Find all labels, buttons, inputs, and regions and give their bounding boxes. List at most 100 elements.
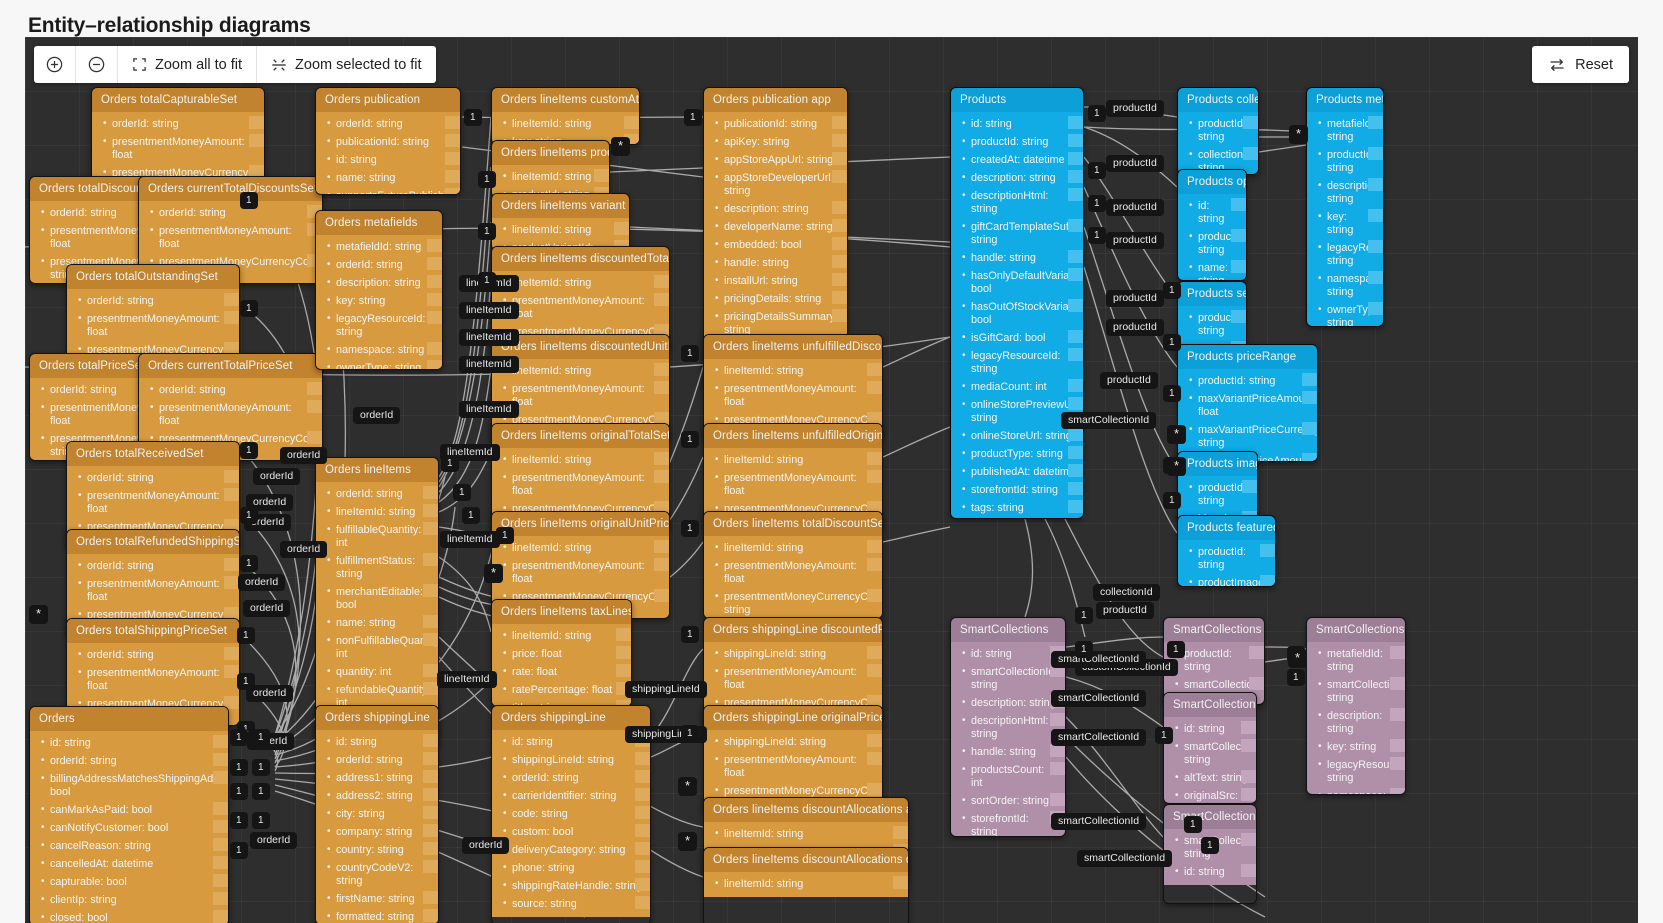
entity-field-label: lineItemId: string xyxy=(724,827,804,840)
entity-field-label: presentmentMoneyAmount: float xyxy=(87,489,220,515)
entity-table[interactable]: Ordersid: stringorderId: stringbillingAd… xyxy=(29,706,229,923)
cardinality-badge: 1 xyxy=(252,759,270,776)
entity-field-label: merchantEditable: bool xyxy=(336,585,424,611)
entity-table[interactable]: Orders lineItems variantlineItemId: stri… xyxy=(491,193,630,251)
field-connector-stub xyxy=(1068,268,1083,281)
entity-field-label: orderId: string xyxy=(336,487,403,500)
entity-table[interactable]: Orders publicationorderId: stringpublica… xyxy=(315,87,461,195)
entity-field: cancelReason: string xyxy=(30,837,228,855)
entity-table[interactable]: Orders lineItems taxLineslineItemId: str… xyxy=(491,599,632,707)
field-connector-stub xyxy=(213,856,228,869)
entity-field: key: string xyxy=(316,292,442,310)
entity-field-label: appStoreDeveloperUrl: string xyxy=(724,171,834,197)
edge-label: lineItemId xyxy=(459,356,519,373)
entity-table[interactable]: Products metafieldsmetafieldId: stringpr… xyxy=(1306,87,1384,327)
field-connector-stub xyxy=(213,874,228,887)
entity-table[interactable]: Products priceRangeproductId: stringmaxV… xyxy=(1177,344,1318,462)
diagram-canvas[interactable]: Zoom all to fit Zoom selected to fit Res… xyxy=(25,37,1638,923)
entity-field-label: isGiftCard: bool xyxy=(971,331,1046,344)
field-connector-stub xyxy=(594,169,609,182)
field-connector-stub xyxy=(1368,302,1383,315)
edge-label: productId xyxy=(1106,319,1164,336)
entity-table-title: Orders shippingLine discountedPriceSet xyxy=(704,618,882,642)
edge-label: lineItemId xyxy=(459,302,519,319)
entity-table[interactable]: Orders metafieldsmetafieldId: stringorde… xyxy=(315,210,443,370)
zoom-toolbar[interactable]: Zoom all to fit Zoom selected to fit xyxy=(34,46,436,83)
entity-table[interactable]: Products imagesproductId: stringid: stri… xyxy=(1177,451,1258,523)
entity-table[interactable]: SmartCollections imageid: stringsmartCol… xyxy=(1163,692,1257,804)
field-connector-stub xyxy=(654,275,669,288)
entity-field: description: string xyxy=(704,200,847,218)
entity-table[interactable]: Products featuredImageproductId: stringp… xyxy=(1177,515,1276,587)
entity-field: shippingLineId: string xyxy=(704,645,882,663)
field-connector-stub xyxy=(1068,170,1083,183)
entity-table-title: SmartCollections xyxy=(951,618,1065,642)
entity-field: ownerType: string xyxy=(1307,301,1383,326)
entity-table-title: Orders lineItems unfulfilledOriginalTota… xyxy=(704,424,882,448)
zoom-all-to-fit-button[interactable]: Zoom all to fit xyxy=(118,46,258,83)
entity-field-label: orderId: string xyxy=(87,648,154,661)
cardinality-badge: 1 xyxy=(240,192,258,209)
field-connector-stub xyxy=(423,486,438,499)
entity-table[interactable]: Productsid: stringproductId: stringcreat… xyxy=(950,87,1084,519)
entity-field: hasOnlyDefaultVariant: bool xyxy=(951,267,1083,298)
entity-field: namespace: string xyxy=(1307,787,1405,794)
entity-table[interactable]: Orders lineItemsorderId: stringlineItemI… xyxy=(315,457,439,747)
zoom-out-button[interactable] xyxy=(76,46,118,83)
entity-field: fulfillableQuantity: int xyxy=(316,521,438,552)
entity-field: nonFulfillableQuantity: int xyxy=(316,632,438,663)
entity-table-title: Orders lineItems originalUnitPriceSet xyxy=(492,512,669,536)
entity-field-label: custom: bool xyxy=(512,825,574,838)
field-connector-stub xyxy=(423,770,438,783)
field-connector-stub xyxy=(423,584,438,597)
entity-table[interactable]: SmartCollectionsid: stringsmartCollectio… xyxy=(950,617,1066,837)
field-connector-stub xyxy=(1390,739,1405,752)
reset-button[interactable]: Reset xyxy=(1532,46,1629,83)
zoom-selected-to-fit-button[interactable]: Zoom selected to fit xyxy=(257,46,436,83)
entity-field-label: handle: string xyxy=(724,256,789,269)
field-connector-stub xyxy=(1302,453,1317,461)
entity-table[interactable]: Orders lineItems productlineItemId: stri… xyxy=(491,140,610,198)
field-connector-stub xyxy=(867,412,882,425)
edge-label: productId xyxy=(1106,290,1164,307)
field-connector-stub xyxy=(1368,271,1383,284)
entity-field: countryCodeV2: string xyxy=(316,859,438,890)
entity-field-label: presentmentMoneyAmount: float xyxy=(87,666,220,692)
entity-table[interactable]: Products collectionsproductId: stringcol… xyxy=(1177,87,1259,175)
entity-table[interactable]: SmartCollections metafieldsmetafieldId: … xyxy=(1306,617,1406,795)
cardinality-badge: 1 xyxy=(681,345,699,362)
entity-table[interactable]: Products optionsid: stringproductId: str… xyxy=(1177,169,1247,281)
entity-field-label: lineItemId: string xyxy=(512,453,592,466)
cardinality-badge: 1 xyxy=(681,626,699,643)
cardinality-many-badge: * xyxy=(484,564,504,583)
cardinality-badge: 1 xyxy=(1088,105,1106,122)
zoom-in-button[interactable] xyxy=(34,46,76,83)
entity-field-label: key: string xyxy=(336,294,386,307)
entity-field-label: formatted: string xyxy=(336,910,415,923)
cardinality-badge: 1 xyxy=(237,673,255,690)
field-connector-stub xyxy=(1068,464,1083,477)
entity-field: orderId: string xyxy=(316,751,438,769)
entity-field-label: name: string xyxy=(1198,261,1229,281)
edge-label: lineItemId xyxy=(437,671,497,688)
entity-field: templateSuffix: string xyxy=(951,517,1083,518)
field-connector-stub xyxy=(1068,134,1083,147)
entity-field-label: presentmentMoneyAmount: float xyxy=(724,559,857,585)
field-connector-stub xyxy=(1368,147,1383,160)
field-connector-stub xyxy=(832,255,847,268)
field-connector-stub xyxy=(832,237,847,250)
entity-field-label: storefrontId: string xyxy=(971,812,1029,837)
entity-table[interactable]: Orders shippingLineid: stringorderId: st… xyxy=(315,705,439,923)
field-connector-stub xyxy=(1302,422,1317,435)
edge-label: orderId xyxy=(280,447,328,464)
entity-field-label: shippingRateHandle: string xyxy=(512,879,642,892)
entity-table[interactable]: Orders lineItems totalDiscountSetlineIte… xyxy=(703,511,883,619)
entity-table-title: Products featuredImage xyxy=(1178,516,1275,540)
field-connector-stub xyxy=(423,891,438,904)
entity-table[interactable]: Orders lineItems discountAllocations dis… xyxy=(703,847,909,923)
field-connector-stub xyxy=(1068,397,1083,410)
entity-table[interactable]: SmartCollections ruleSetsmartCollectionI… xyxy=(1163,804,1257,904)
field-connector-stub xyxy=(614,222,629,235)
entity-field-label: installUrl: string xyxy=(724,274,798,287)
entity-field: lineItemId: string xyxy=(492,539,669,557)
